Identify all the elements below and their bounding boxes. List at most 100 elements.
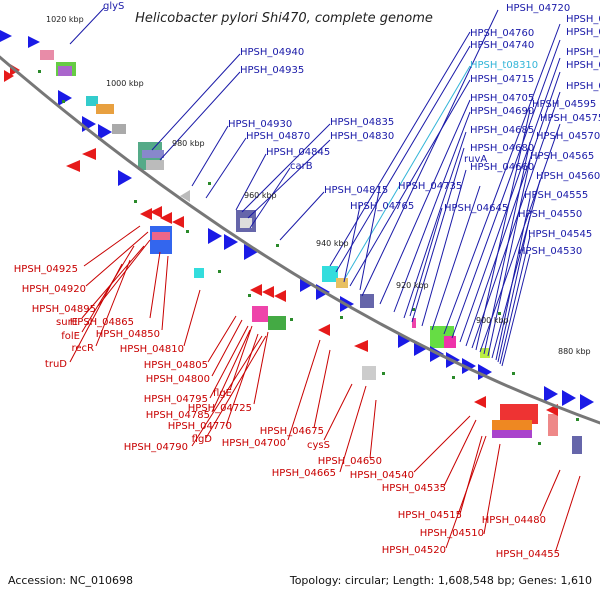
leader-line <box>151 53 241 151</box>
leader-line <box>359 185 381 291</box>
gene-label: HPSH_04725 <box>188 403 252 414</box>
leader-line <box>83 225 141 267</box>
gene-label: HPSH_04835 <box>330 117 394 128</box>
feature-block <box>152 232 170 240</box>
leader-line <box>97 239 151 307</box>
forward-gene-arrow <box>98 124 112 140</box>
forward-gene-arrow <box>244 244 258 260</box>
forward-gene-arrow <box>544 386 558 402</box>
leader-line <box>421 169 467 327</box>
feature-block <box>492 430 532 438</box>
gene-label: HPSH_04530 <box>518 246 582 257</box>
leader-line <box>149 251 161 319</box>
feature-block <box>194 268 204 278</box>
marker <box>208 182 211 185</box>
reverse-gene-arrow <box>160 212 172 224</box>
leader-line <box>211 329 251 413</box>
leader-line <box>487 159 531 357</box>
feature-block <box>40 50 54 60</box>
leader-line <box>349 79 471 287</box>
gene-label: HPSH_04550 <box>518 209 582 220</box>
gene-label: HPSH_04700 <box>222 438 286 449</box>
leader-line <box>253 331 269 405</box>
leader-line <box>361 9 499 297</box>
gene-label: glyS <box>103 1 124 12</box>
rna-markers <box>38 70 579 445</box>
leader-line <box>339 385 367 473</box>
gene-label: HPSH_04660 <box>470 162 534 173</box>
leader-line <box>465 71 561 347</box>
reverse-gene-arrow <box>318 324 330 336</box>
reverse-gene-arrow <box>474 396 486 408</box>
gene-label: folE <box>61 331 80 342</box>
leader-line <box>205 335 267 439</box>
marker <box>340 316 343 319</box>
gene-labels-forward: glySHPSH_04940HPSH_04935HPSH_04930HPSH_0… <box>103 1 600 257</box>
reverse-gene-arrow <box>262 286 274 298</box>
leader-line <box>495 197 531 361</box>
feature-block <box>500 404 538 424</box>
feature-block <box>360 294 374 308</box>
reverse-gene-arrow <box>140 208 152 220</box>
gene-label: HPSH_04830 <box>330 131 394 142</box>
feature-block <box>336 278 348 288</box>
reverse-gene-arrow <box>354 340 368 352</box>
leader-line <box>413 415 471 473</box>
gene-label: HPSH_04690 <box>470 106 534 117</box>
leader-line <box>497 215 531 363</box>
forward-gene-arrow <box>562 390 576 406</box>
feature-tracks <box>40 50 582 454</box>
reverse-gene-arrow <box>66 160 80 172</box>
gene-label: HPSH_04865 <box>70 317 134 328</box>
leader-line <box>235 153 267 211</box>
gene-label: ruvA <box>464 154 487 165</box>
reverse-gene-arrow <box>82 148 96 160</box>
forward-gene-arrow <box>28 36 40 48</box>
gene-label: HPSH_t08310 <box>470 60 538 71</box>
gene-label: recR <box>72 343 95 354</box>
feature-block <box>142 150 164 158</box>
gene-label: HPSH_04920 <box>22 284 86 295</box>
leader-line <box>329 31 471 267</box>
leader-line <box>491 179 541 359</box>
gene-label: HPSH_04680 <box>470 143 534 154</box>
marker <box>290 318 293 321</box>
gene-label: HPSH_04800 <box>146 374 210 385</box>
leader-line <box>205 137 247 199</box>
gene-label: HPSH_04805 <box>144 360 208 371</box>
leader-line <box>69 263 123 363</box>
gene-label: surE <box>56 317 78 328</box>
gene-label: HPSH_04935 <box>240 65 304 76</box>
leader-line <box>443 23 561 335</box>
marker <box>248 294 251 297</box>
reverse-gene-arrow <box>274 290 286 302</box>
marker <box>576 418 579 421</box>
leader-line <box>279 191 325 241</box>
forward-gene-arrow <box>208 228 222 244</box>
marker <box>382 372 385 375</box>
gene-label: HPSH_04765 <box>350 201 414 212</box>
feature-block <box>362 366 376 380</box>
scale-label: 880 kbp <box>558 347 591 356</box>
gene-label: HPSH_04735 <box>398 181 462 192</box>
gene-label: HPSH_04565 <box>530 151 594 162</box>
leader-line <box>249 167 291 229</box>
leader-line <box>555 475 581 551</box>
leader-line <box>539 469 561 517</box>
gene-arrows <box>0 30 594 416</box>
gene-label: HPSH_04665 <box>272 468 336 479</box>
reverse-gene-arrow <box>250 284 262 296</box>
gene-label: HPSH_04645 <box>444 203 508 214</box>
forward-gene-arrow <box>0 30 12 42</box>
forward-gene-arrow <box>118 170 132 186</box>
gene-label: HPSH_04555 <box>524 190 588 201</box>
leader-line <box>475 109 531 351</box>
forward-gene-arrow <box>58 90 72 106</box>
marker <box>498 312 501 315</box>
marker <box>134 200 137 203</box>
gene-label: HPSH_04795 <box>144 394 208 405</box>
gene-label: HPSH_04640 <box>566 14 600 25</box>
gene-label: HPSH_04925 <box>14 264 78 275</box>
